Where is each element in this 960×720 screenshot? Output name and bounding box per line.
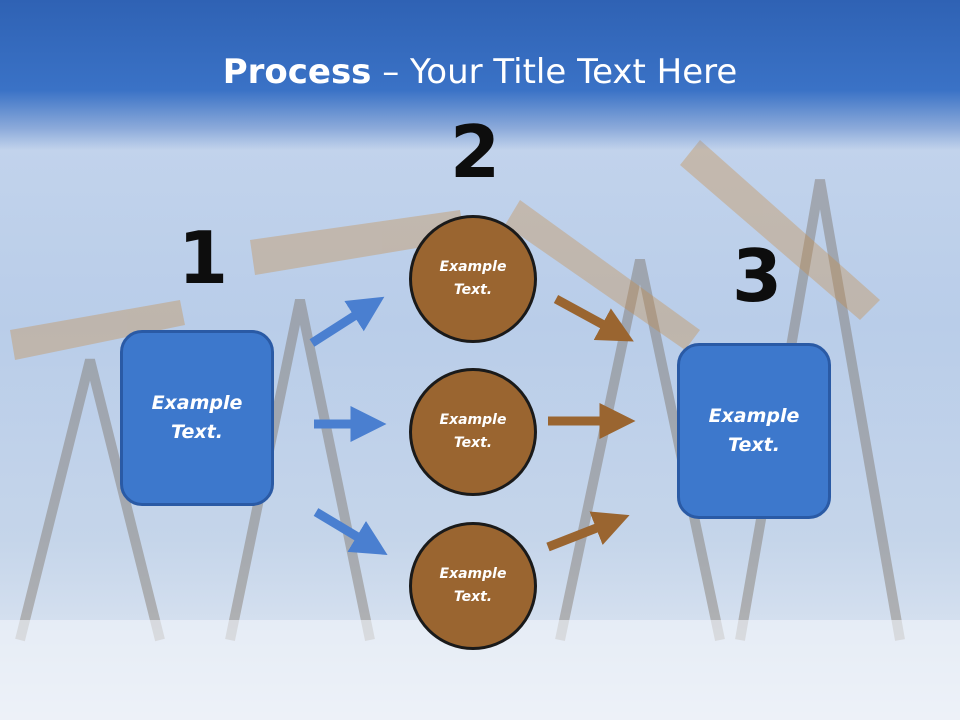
slide-title: Process – Your Title Text Here xyxy=(0,52,960,92)
circle-bottom-line1: Example xyxy=(439,566,507,582)
circle-middle-line2: Text. xyxy=(453,435,493,451)
title-bold: Process xyxy=(222,52,372,92)
title-rest: – Your Title Text Here xyxy=(371,52,738,92)
step-number-1: 1 xyxy=(178,216,229,300)
step-number-3: 3 xyxy=(732,234,783,318)
circle-top-line1: Example xyxy=(439,259,507,275)
circle-bottom-line2: Text. xyxy=(453,589,493,605)
title-bar xyxy=(0,0,960,150)
circle-middle-line1: Example xyxy=(439,412,507,428)
left-box-line1: Example xyxy=(151,392,243,414)
right-box-line2: Text. xyxy=(728,434,780,456)
left-box-line2: Text. xyxy=(171,421,223,443)
circle-top-line2: Text. xyxy=(453,282,493,298)
step-number-2: 2 xyxy=(450,110,501,194)
right-box-line1: Example xyxy=(708,405,800,427)
